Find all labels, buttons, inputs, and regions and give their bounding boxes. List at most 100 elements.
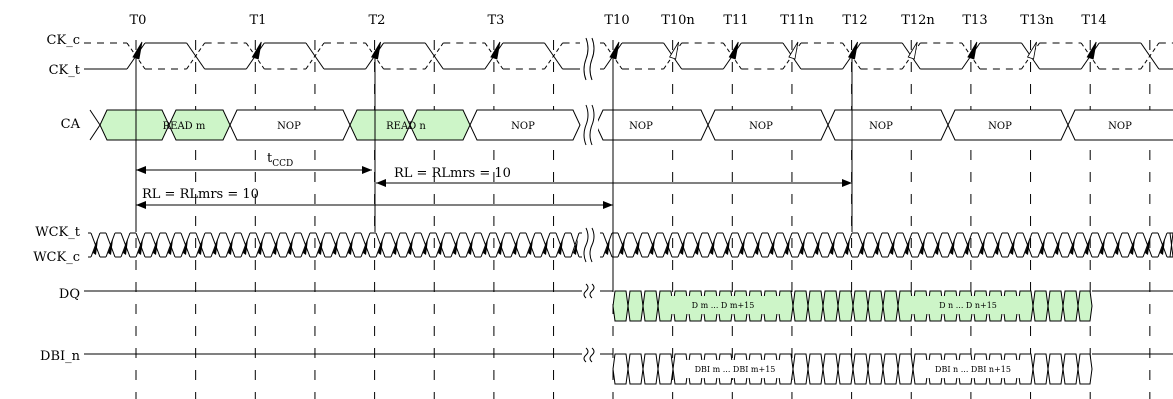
signal-labels: CK_c CK_t CA WCK_t WCK_c DQ DBI_n: [33, 33, 81, 364]
wck-edge: [647, 232, 658, 258]
ck-edge-arrow: [967, 41, 978, 60]
wck-edge-arrow: [1070, 239, 1075, 255]
wck-edge-arrow: [935, 239, 940, 255]
dbi-data-bit: [792, 353, 809, 385]
ck-edge-arrow: [132, 41, 143, 60]
dq-data-bit: [807, 290, 824, 322]
wck-edge-arrow: [243, 239, 248, 255]
wck-edge: [555, 232, 566, 258]
time-label-t14: T14: [1081, 13, 1106, 28]
dbi-data-bit: [1047, 353, 1064, 385]
signal-label-wck-t: WCK_t: [35, 225, 81, 240]
wck-edge: [165, 232, 176, 258]
dq-data-bit: [822, 290, 839, 322]
wck-edge-arrow: [1160, 239, 1165, 255]
wck-edge-arrow: [680, 239, 685, 255]
wck-edge-arrow: [800, 239, 805, 255]
wck-edge: [977, 232, 988, 258]
time-label-t1: T1: [250, 13, 267, 28]
wck-edge: [962, 232, 973, 258]
wck-edge-arrow: [980, 239, 985, 255]
wck-edge-arrow: [393, 239, 398, 255]
wck-edge: [1112, 232, 1123, 258]
break-mark: [583, 227, 589, 263]
dbi-data-bit: [1062, 353, 1079, 385]
dbi-data-bit: [852, 353, 869, 385]
wck-edge-arrow: [1025, 239, 1030, 255]
dbi-data-bit: [612, 353, 629, 385]
time-label-t10: T10: [604, 13, 629, 28]
dbi-burst-label-n: DBI n ... DBI n+15: [935, 365, 1011, 374]
wck-edge: [285, 232, 296, 258]
wck-edge-arrow: [183, 239, 188, 255]
wck-edge: [722, 232, 733, 258]
wck-edge-arrow: [513, 239, 518, 255]
wck-edge: [1142, 232, 1153, 258]
dq-label-bg: [910, 296, 1030, 314]
wck-edge: [1022, 232, 1033, 258]
tccd-arrow-head-right: [362, 166, 372, 174]
wck-edge: [465, 232, 476, 258]
wck-edge: [1052, 232, 1063, 258]
wck-edge-arrow: [1040, 239, 1045, 255]
wck-edge: [255, 232, 266, 258]
wck-edge: [602, 232, 613, 258]
dq-data-bit: [1062, 290, 1079, 322]
wck-edge: [632, 232, 643, 258]
wck-edge-arrow: [785, 239, 790, 255]
ck-edge-arrow: [1026, 41, 1037, 60]
wck-edge-arrow: [920, 239, 925, 255]
wck-edge: [210, 232, 221, 258]
wck-edge-arrow: [875, 239, 880, 255]
wck-edge: [692, 232, 703, 258]
wck-edge-arrow: [950, 239, 955, 255]
wck-edge: [707, 232, 718, 258]
wck-edge-arrow: [845, 239, 850, 255]
ck-c-edge: [186, 42, 206, 70]
wck-edge-arrow: [123, 239, 128, 255]
wck-edge-arrow: [93, 239, 98, 255]
wck-edge: [195, 232, 206, 258]
grid-lines: [135, 40, 1151, 399]
dbi-label-bg: [918, 360, 1028, 378]
wck-edge-arrow: [965, 239, 970, 255]
tccd-label: tCCD: [267, 151, 293, 169]
dq-data-bit: [657, 290, 674, 322]
ca-command-label: NOP: [511, 121, 535, 132]
ca-command-label: READ n: [386, 121, 426, 132]
dq-burst-label-m: D m ... D m+15: [692, 301, 755, 310]
tccd-arrow-head-left: [136, 166, 146, 174]
signal-label-ca: CA: [61, 117, 81, 132]
wck-edge: [390, 232, 401, 258]
wck-edge: [617, 232, 628, 258]
wck-edge-arrow: [108, 239, 113, 255]
timing-arrows: tCCD RL = RLmrs = 10 RL = RLmrs = 10: [135, 55, 853, 290]
dbi-data-bit: [642, 353, 659, 385]
wck-edge: [405, 232, 416, 258]
signal-label-dq: DQ: [59, 287, 80, 302]
wck-edge: [180, 232, 191, 258]
time-label-t11n: T11n: [780, 13, 814, 28]
ca-command-label: NOP: [749, 121, 773, 132]
wck-edge-arrow: [558, 239, 563, 255]
wck-edge: [510, 232, 521, 258]
ck-edge-arrow: [669, 41, 680, 60]
wck-edge-arrow: [740, 239, 745, 255]
wck-edge: [947, 232, 958, 258]
wck-edge: [420, 232, 431, 258]
wck-edge: [812, 232, 823, 258]
break-mark: [583, 283, 589, 299]
dbi-data-bit: [657, 353, 674, 385]
wck-edge-arrow: [860, 239, 865, 255]
ck-c-edge: [1140, 42, 1160, 70]
break-mark: [583, 37, 589, 81]
wck-edge: [1097, 232, 1108, 258]
ck-edge-arrow: [1086, 41, 1097, 60]
time-label-t13: T13: [962, 13, 987, 28]
wck-edge-arrow: [258, 239, 263, 255]
wck-edge-arrow: [363, 239, 368, 255]
wck-edge: [105, 232, 116, 258]
ca-command-label: READ m: [163, 121, 206, 132]
